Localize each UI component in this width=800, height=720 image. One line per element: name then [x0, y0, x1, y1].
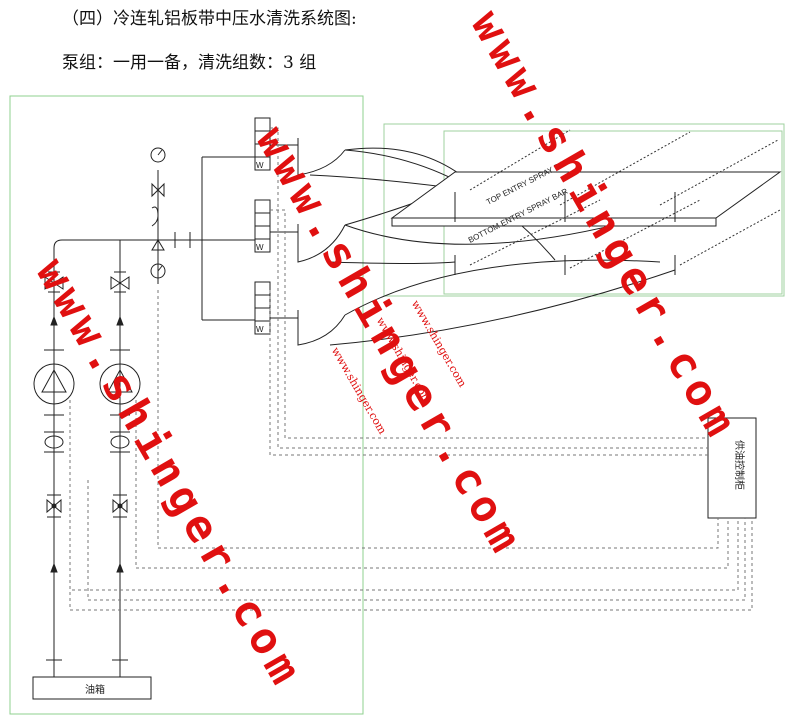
pump2: [99, 363, 141, 405]
oil-tank: [32, 676, 152, 700]
pump2-filter: [110, 435, 130, 449]
valve-label-3: W: [256, 325, 264, 334]
page-subtitle: 泵组：一用一备，清洗组数：3 组: [62, 53, 317, 73]
pressure-gauge-mid: [150, 263, 166, 279]
pump-station-frame: [9, 95, 364, 715]
page-title: （四）冷连轧铝板带中压水清洗系统图:: [62, 9, 357, 29]
top-spray-bar: [469, 129, 571, 191]
pump2-ball-valve: [112, 498, 128, 514]
pump1-gate-valve: [44, 276, 64, 290]
pump1: [33, 363, 75, 405]
bottom-spray-bar: [469, 199, 601, 266]
control-cabinet: [707, 417, 757, 519]
tank-label: 油箱: [85, 683, 105, 696]
mill-outer-frame: [383, 123, 785, 297]
valve-label-2: W: [256, 243, 264, 252]
pump1-filter: [44, 435, 64, 449]
pressure-gauge-top: [150, 147, 166, 163]
pump2-gate-valve: [110, 276, 130, 290]
valve-label-1: W: [256, 161, 264, 170]
control-cabinet-label: 供油控制柜: [733, 440, 746, 490]
pump1-ball-valve: [46, 498, 62, 514]
